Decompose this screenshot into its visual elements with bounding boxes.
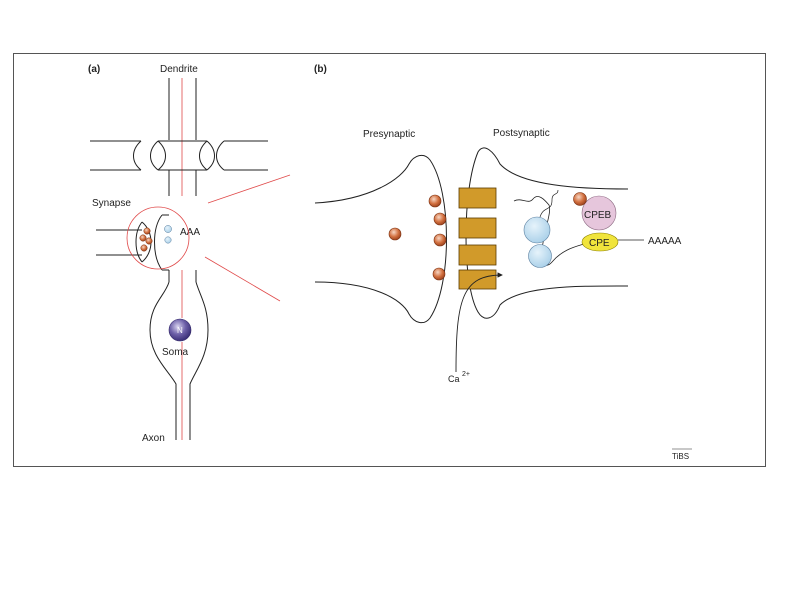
crossing-processes bbox=[90, 140, 268, 171]
polya-label: AAAAA bbox=[648, 236, 682, 247]
ribosome bbox=[523, 216, 552, 268]
panel-b: (b) Presynaptic Postsynaptic Ca 2+ bbox=[314, 64, 682, 384]
nucleus bbox=[168, 318, 192, 342]
receptor-channels bbox=[458, 187, 497, 290]
zoom-connector bbox=[204, 174, 291, 302]
dendrite-label: Dendrite bbox=[160, 64, 198, 75]
dendritic-ribosomes bbox=[164, 225, 172, 244]
soma-outline bbox=[149, 281, 209, 440]
cpe-label: CPE bbox=[589, 238, 610, 249]
panel-b-label: (b) bbox=[314, 64, 327, 75]
synapse-vesicles bbox=[139, 227, 153, 252]
panel-a: (a) Dendrite bbox=[88, 64, 268, 444]
nascent-peptide bbox=[539, 189, 559, 218]
zoom-circle bbox=[126, 206, 190, 270]
panel-a-label: (a) bbox=[88, 64, 100, 75]
journal-mark: TiBS bbox=[672, 448, 692, 461]
synapse-label: Synapse bbox=[92, 198, 131, 209]
presynaptic-label: Presynaptic bbox=[363, 129, 415, 140]
axon-label: Axon bbox=[142, 433, 165, 444]
cpe-element bbox=[581, 232, 619, 252]
cpeb-protein bbox=[581, 195, 617, 231]
presynaptic-vesicles bbox=[388, 194, 447, 281]
aaa-label: AAA bbox=[180, 227, 200, 238]
synapse-terminal bbox=[96, 214, 169, 271]
bound-vesicle bbox=[573, 192, 587, 206]
postsynaptic-label: Postsynaptic bbox=[493, 128, 550, 139]
figure-frame bbox=[13, 53, 766, 467]
calcium-charge: 2+ bbox=[462, 371, 470, 378]
journal-label: TiBS bbox=[672, 452, 689, 461]
dendrite-shaft bbox=[168, 78, 197, 282]
calcium-influx-arrow bbox=[455, 272, 503, 373]
soma-label: Soma bbox=[162, 347, 189, 358]
calcium-label: Ca bbox=[448, 374, 460, 384]
presynaptic-membrane bbox=[314, 154, 447, 324]
nucleus-label: N bbox=[177, 326, 183, 335]
cpeb-label: CPEB bbox=[584, 210, 612, 221]
